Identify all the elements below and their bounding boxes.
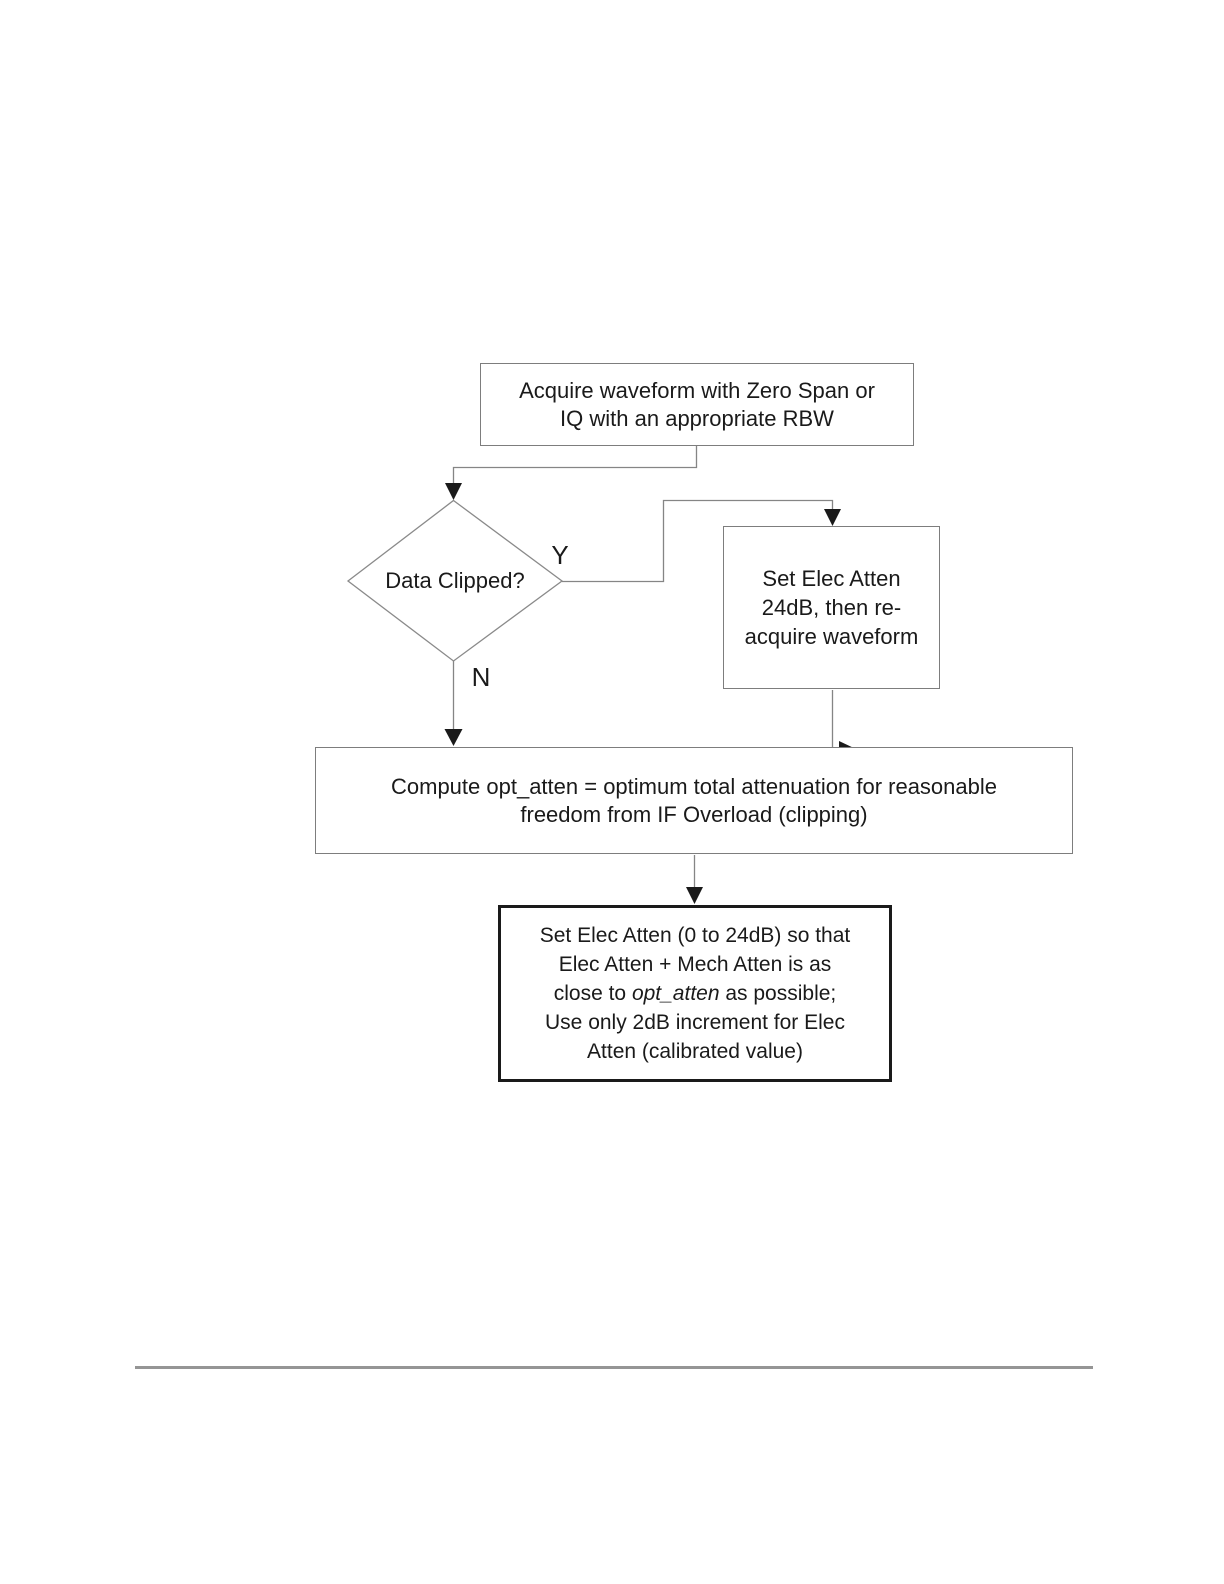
connector-set-elec-to-compute [831, 690, 839, 751]
node-text-line: Set Elec Atten (0 to 24dB) so that [539, 924, 851, 947]
branch-label-yes: Y [551, 540, 569, 570]
node-text-line: 24dB, then re- [761, 595, 902, 620]
set-elec-atten-range-box: Set Elec Atten (0 to 24dB) so that Elec … [498, 905, 892, 1082]
connector-acquire-to-decision [452, 446, 698, 484]
arrowhead-down-icon [686, 887, 703, 904]
node-text-line: Compute opt_atten = optimum total attenu… [391, 773, 997, 799]
branch-label-no: N [471, 662, 491, 692]
footer-rule [135, 1366, 1093, 1369]
node-text-line: acquire waveform [744, 624, 919, 649]
compute-opt-atten-box: Compute opt_atten = optimum total attenu… [315, 747, 1073, 854]
arrowhead-down-icon [444, 729, 463, 746]
connector-decision-yes-to-set-elec [562, 499, 834, 583]
node-text-segment: close to [553, 982, 632, 1005]
opt-atten-italic-text: opt_atten [631, 982, 720, 1005]
node-text-segment: as possible; [719, 982, 837, 1005]
node-text-line: close to opt_atten as possible; [554, 979, 837, 1008]
node-text-line: IQ with an appropriate RBW [560, 405, 834, 431]
node-text-line: Use only 2dB increment for Elec [545, 1011, 845, 1034]
node-text-line: Atten (calibrated value) [587, 1040, 803, 1063]
node-text-line: Acquire waveform with Zero Span or [519, 377, 875, 403]
set-elec-atten-24db-box: Set Elec Atten 24dB, then re- acquire wa… [723, 526, 940, 689]
node-text-line: freedom from IF Overload (clipping) [520, 801, 868, 827]
acquire-waveform-box: Acquire waveform with Zero Span or IQ wi… [480, 363, 914, 446]
decision-label: Data Clipped? [385, 567, 525, 593]
arrowhead-down-icon [824, 509, 841, 526]
arrowhead-down-icon [445, 483, 462, 500]
node-text-line: Elec Atten + Mech Atten is as [558, 953, 832, 976]
node-text-line: Set Elec Atten [762, 566, 901, 591]
